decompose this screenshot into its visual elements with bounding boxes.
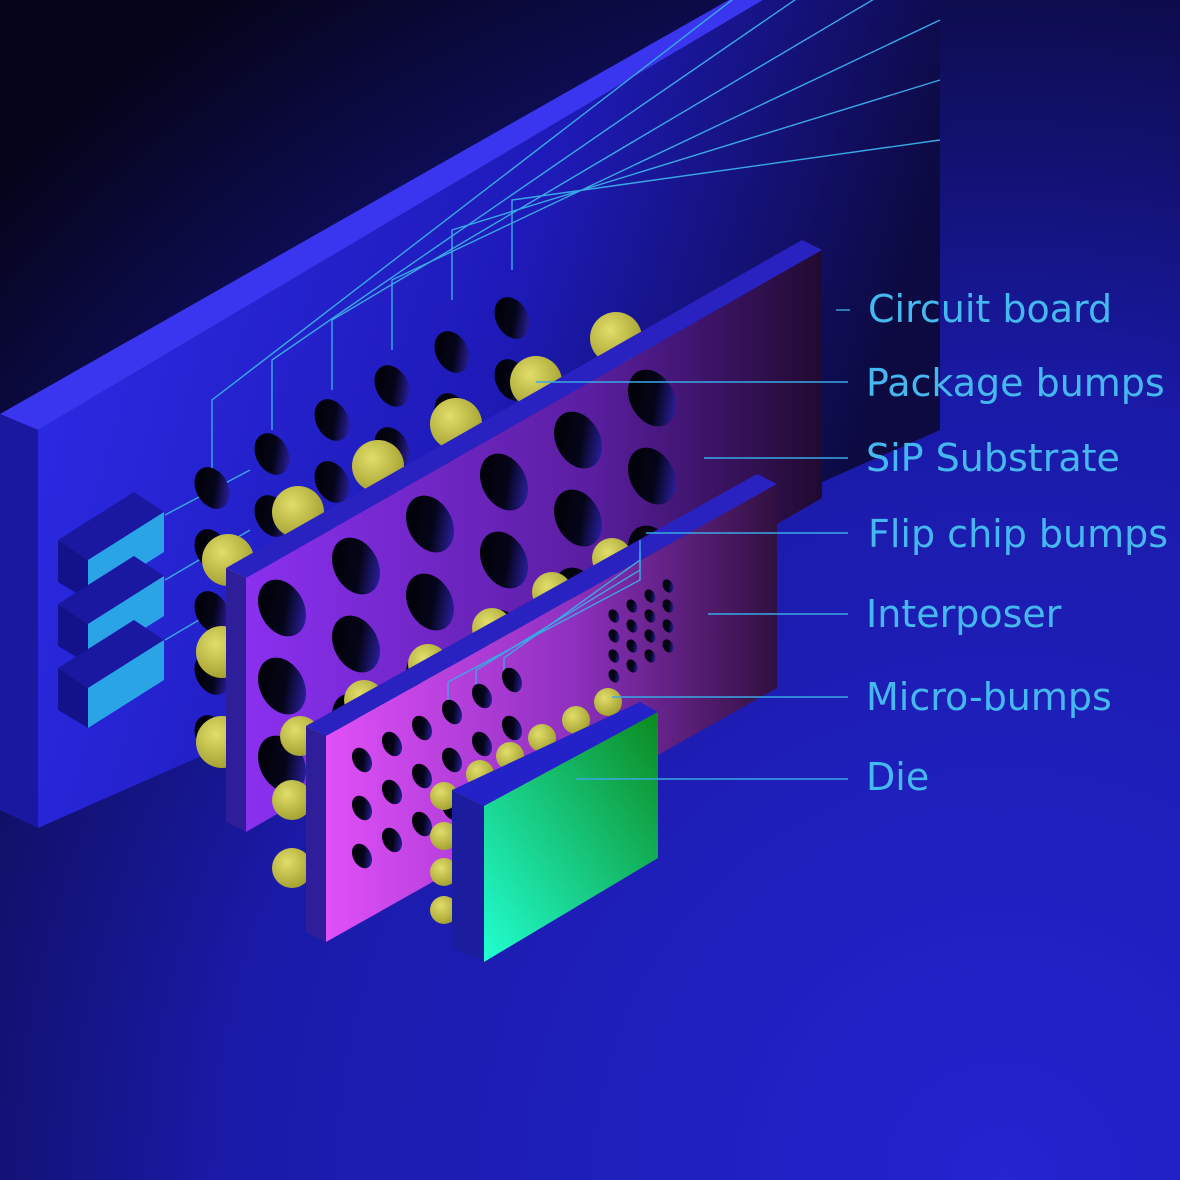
hole xyxy=(258,657,306,715)
bump xyxy=(272,848,312,888)
label-sip-substrate: SiP Substrate xyxy=(866,436,1120,480)
bump xyxy=(430,858,458,886)
hole xyxy=(332,615,380,673)
bump xyxy=(430,782,458,810)
interposer-top-edge xyxy=(306,474,777,736)
hole xyxy=(662,639,674,653)
die-top-edge xyxy=(452,702,658,806)
hole xyxy=(381,731,403,757)
circuit-board-top-edge xyxy=(0,0,763,430)
hole xyxy=(374,365,410,407)
hole xyxy=(314,461,350,503)
hole xyxy=(644,609,656,623)
hole xyxy=(411,715,433,741)
hole xyxy=(608,629,620,643)
hole xyxy=(480,453,528,511)
hole xyxy=(441,747,463,773)
label-flip-chip-bumps: Flip chip bumps xyxy=(868,512,1168,556)
label-die: Die xyxy=(866,755,929,799)
die xyxy=(452,702,658,962)
hole xyxy=(608,669,620,683)
hole xyxy=(351,843,373,869)
hole xyxy=(626,639,638,653)
board-trace xyxy=(211,0,734,470)
board-trace xyxy=(511,139,941,270)
hole xyxy=(626,599,638,613)
circuit-board-side xyxy=(0,414,38,828)
hole xyxy=(494,297,530,339)
hole xyxy=(351,795,373,821)
board-trace xyxy=(271,0,797,430)
hole xyxy=(381,779,403,805)
label-circuit-board: Circuit board xyxy=(868,287,1112,331)
interposer-traces xyxy=(447,540,641,700)
die-side xyxy=(452,790,484,962)
bump xyxy=(562,706,590,734)
hole xyxy=(258,579,306,637)
hole xyxy=(406,573,454,631)
interposer-trace xyxy=(503,540,641,676)
hole xyxy=(501,667,523,693)
contact-pad xyxy=(58,620,164,728)
hole xyxy=(554,411,602,469)
hole xyxy=(332,537,380,595)
leader-lines xyxy=(536,309,850,780)
hole xyxy=(626,659,638,673)
hole xyxy=(662,619,674,633)
hole xyxy=(406,495,454,553)
board-trace xyxy=(391,19,941,350)
hole xyxy=(471,683,493,709)
label-package-bumps: Package bumps xyxy=(866,361,1165,405)
hole xyxy=(662,579,674,593)
label-interposer: Interposer xyxy=(866,592,1062,636)
hole xyxy=(254,433,290,475)
hole xyxy=(411,811,433,837)
bump xyxy=(430,896,458,924)
interposer-side xyxy=(306,726,326,942)
hole xyxy=(480,531,528,589)
hole xyxy=(644,589,656,603)
hole xyxy=(608,649,620,663)
hole xyxy=(501,715,523,741)
bump xyxy=(594,688,622,716)
hole xyxy=(662,599,674,613)
hole xyxy=(628,447,676,505)
hole xyxy=(441,699,463,725)
bump xyxy=(272,780,312,820)
contact-pads xyxy=(58,492,164,728)
label-micro-bumps: Micro-bumps xyxy=(866,675,1112,719)
board-trace xyxy=(451,79,941,300)
die-face xyxy=(484,712,658,962)
hole xyxy=(628,369,676,427)
hole xyxy=(644,629,656,643)
hole xyxy=(471,731,493,757)
hole xyxy=(608,609,620,623)
hole xyxy=(434,331,470,373)
hole xyxy=(351,747,373,773)
board-trace xyxy=(331,0,874,390)
diagram-labels: Circuit board Package bumps SiP Substrat… xyxy=(866,287,1168,799)
micro-bumps xyxy=(430,688,622,924)
hole xyxy=(554,489,602,547)
substrate-side xyxy=(226,568,246,832)
hole xyxy=(194,591,230,633)
hole xyxy=(194,467,230,509)
hole xyxy=(411,763,433,789)
hole xyxy=(381,827,403,853)
hole xyxy=(314,399,350,441)
bump xyxy=(430,822,458,850)
hole xyxy=(644,649,656,663)
hole xyxy=(626,619,638,633)
substrate-top-edge xyxy=(226,240,822,578)
